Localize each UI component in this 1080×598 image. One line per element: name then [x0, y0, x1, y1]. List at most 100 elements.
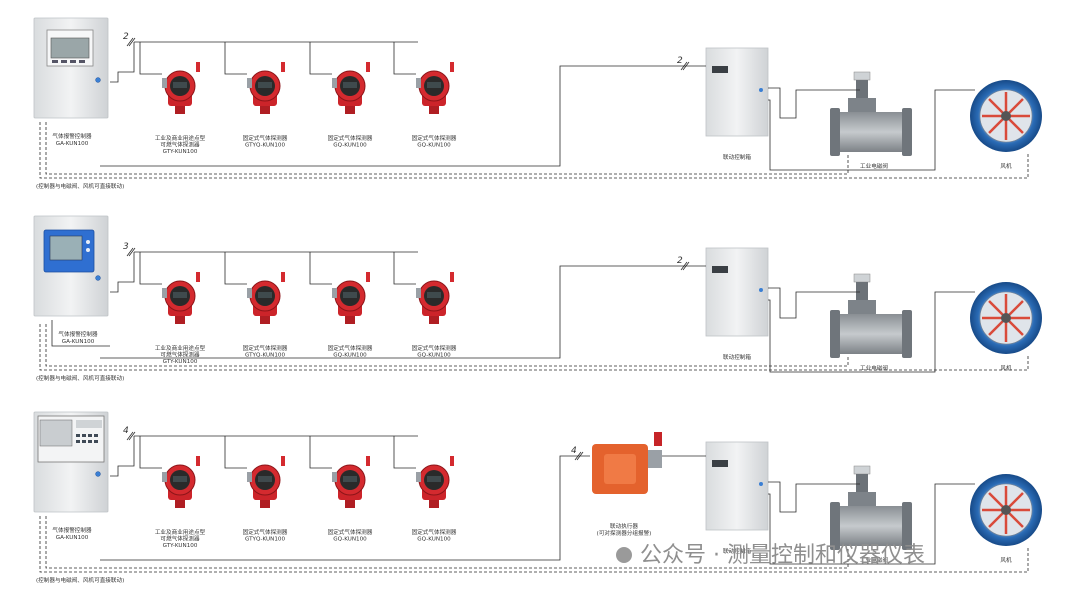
detector-sensor: [345, 106, 355, 114]
solenoid-valve: [830, 465, 912, 550]
controller-name-label: 气体报警控制器: [52, 132, 92, 140]
detector-label: 固定式气体探测器: [412, 344, 457, 352]
detector-label: 工业及商业用途点型: [155, 134, 206, 142]
detector-gland: [416, 288, 421, 298]
actuator-label: 联动执行器: [610, 522, 638, 530]
bus-count: 4: [571, 446, 577, 456]
controller-model-label: GA-KUN100: [62, 339, 95, 345]
detector-label: GQ-KUN100: [333, 353, 367, 359]
actuator-wire: [100, 455, 590, 561]
controller-name-label: 气体报警控制器: [58, 330, 98, 338]
detector-sensor: [260, 500, 270, 508]
valve-wire: [768, 287, 860, 319]
controller-key: [88, 434, 92, 437]
detector-gland: [332, 78, 337, 88]
bus-wire: [110, 42, 135, 83]
linkage-cabinet: [705, 47, 769, 137]
detector-label: 固定式气体探测器: [243, 134, 288, 142]
detector-label: 可燃气体探测器: [160, 351, 200, 359]
direct-linkage-note: (控制器与电磁阀、风机可直接联动): [36, 374, 124, 382]
fan-wire: [768, 483, 975, 565]
valve-bonnet: [848, 300, 876, 314]
controller-key: [52, 60, 58, 63]
detector-drop-wire: [139, 42, 162, 75]
bus-slash: [576, 451, 584, 461]
detector-label: GQ-KUN100: [417, 353, 451, 359]
detector-drop-wire: [309, 252, 332, 285]
detector-alarm-lamp: [196, 62, 200, 72]
detector-sensor: [175, 500, 185, 508]
detector-label: 固定式气体探测器: [328, 134, 373, 142]
controller-screen: [39, 419, 73, 447]
detector-sensor: [260, 106, 270, 114]
solenoid-valve: [830, 71, 912, 156]
detector-sensor: [175, 316, 185, 324]
detector-label: 固定式气体探测器: [243, 344, 288, 352]
detector-drop-wire: [393, 42, 416, 75]
detector-label: GQ-KUN100: [333, 537, 367, 543]
bus-count: 2: [677, 256, 683, 266]
detector-label: GTY-KUN100: [163, 543, 198, 549]
linkage-control-box: [705, 247, 769, 337]
bus-slash: [682, 261, 690, 271]
gas-alarm-controller: [33, 411, 109, 513]
bus-count: 2: [123, 32, 129, 42]
controller-model-label: GA-KUN100: [56, 535, 89, 541]
detector-label: GQ-KUN100: [417, 143, 451, 149]
detector-display: [173, 292, 187, 298]
controller-lock: [95, 471, 101, 477]
controller-key: [70, 60, 76, 63]
detector-alarm-lamp: [450, 62, 454, 72]
detector-gland: [247, 472, 252, 482]
detector-display: [427, 82, 441, 88]
linkage-wire: [100, 265, 706, 359]
detector-alarm-lamp: [366, 62, 370, 72]
gas-detector: [332, 272, 370, 324]
gas-detector: [162, 272, 200, 324]
system-row-3: 气体报警控制器GA-KUN1004工业及商业用途点型可燃气体探测器GTY-KUN…: [33, 411, 1042, 584]
actuator-sub-label: (可对探测器分组报警): [597, 529, 652, 537]
valve-label: 工业电磁阀: [860, 556, 888, 564]
linkage-lock: [759, 88, 763, 92]
bus-wire: [110, 436, 135, 477]
gas-detector: [247, 62, 285, 114]
detector-label: GQ-KUN100: [333, 143, 367, 149]
detector-label: GTYQ-KUN100: [245, 537, 285, 543]
detector-label: 固定式气体探测器: [412, 134, 457, 142]
valve-flange-right: [902, 310, 912, 358]
detector-gland: [162, 472, 167, 482]
detector-gland: [416, 78, 421, 88]
fan-hub: [1001, 111, 1011, 121]
detector-drop-wire: [309, 42, 332, 75]
controller-key: [88, 440, 92, 443]
detector-alarm-lamp: [281, 456, 285, 466]
fan-hub: [1001, 505, 1011, 515]
valve-bonnet: [848, 492, 876, 506]
detector-alarm-lamp: [366, 456, 370, 466]
fan-wire: [768, 291, 975, 373]
linkage-wire: [100, 65, 706, 167]
detector-alarm-lamp: [450, 272, 454, 282]
solenoid-valve: [830, 273, 912, 358]
fan-label: 风机: [1000, 364, 1012, 372]
gas-detector: [332, 62, 370, 114]
detector-gland: [416, 472, 421, 482]
bus-wire: [110, 252, 135, 293]
linkage-nameplate: [712, 266, 728, 273]
controller-key: [82, 440, 86, 443]
detector-alarm-lamp: [281, 272, 285, 282]
direct-linkage-dashed: [45, 516, 849, 569]
detector-drop-wire: [309, 436, 332, 469]
fan-label: 风机: [1000, 556, 1012, 564]
direct-linkage-note: (控制器与电磁阀、风机可直接联动): [36, 576, 124, 584]
controller-model-label: GA-KUN100: [56, 141, 89, 147]
actuator-alarm-lamp: [654, 432, 662, 446]
system-row-1: 气体报警控制器GA-KUN1002工业及商业用途点型可燃气体探测器GTY-KUN…: [33, 17, 1042, 190]
detector-display: [343, 476, 357, 482]
bus-slash: [128, 37, 136, 47]
gas-detector: [162, 456, 200, 508]
detector-sensor: [345, 316, 355, 324]
fan-label: 风机: [1000, 162, 1012, 170]
detector-label: GTY-KUN100: [163, 359, 198, 365]
